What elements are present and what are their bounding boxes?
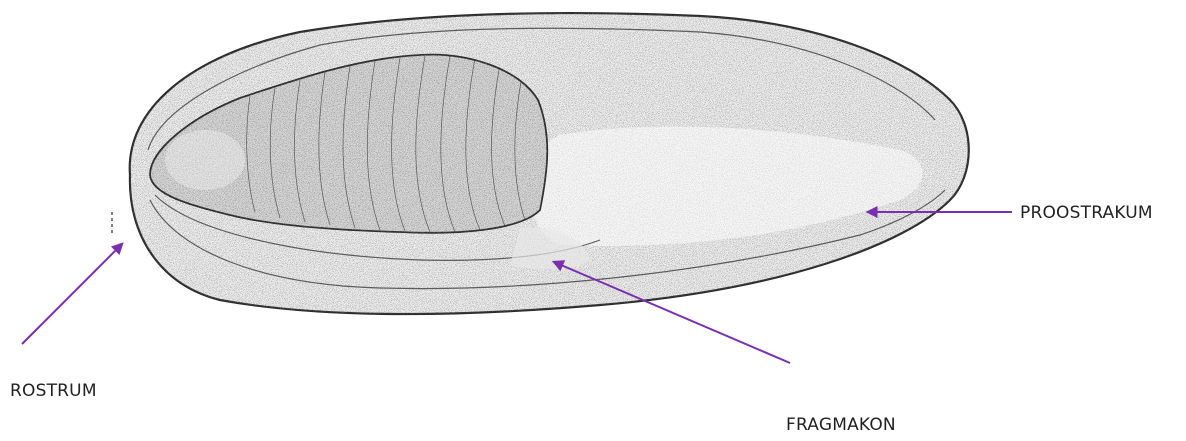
rostrum-label: ROSTRUM: [10, 381, 97, 401]
fragmakon-label: FRAGMAKON: [786, 415, 896, 435]
rostrum-arrow: [22, 244, 122, 344]
proostrakum-label: PROOSTRAKUM: [1020, 203, 1153, 223]
